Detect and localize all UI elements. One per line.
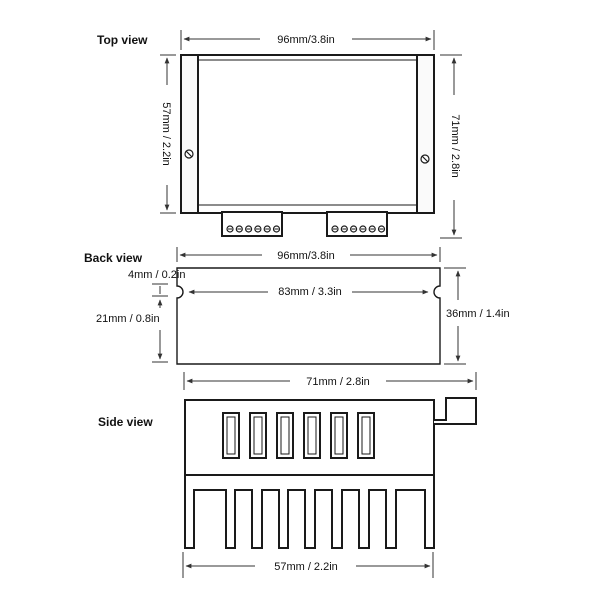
side-top-width-dimension [183, 372, 477, 390]
back-lower-height-dimension [152, 299, 168, 363]
top-width-dimension [180, 30, 435, 50]
vent-slot [357, 412, 375, 459]
heatsink-fins [184, 475, 435, 549]
back-slot-depth-dimension [152, 283, 168, 297]
back-height-dimension [444, 267, 466, 365]
back-view-body [176, 267, 441, 365]
vent-slot [249, 412, 267, 459]
back-view-label: Back view [84, 251, 143, 265]
side-top-width-label: 71mm / 2.8in [306, 376, 370, 388]
vent-slot [276, 412, 294, 459]
side-bottom-width-label: 57mm / 2.2in [274, 561, 338, 573]
mounting-screw-left [184, 149, 194, 159]
top-left-height-dimension [160, 54, 176, 214]
back-lower-height-label: 21mm / 0.8in [96, 313, 160, 325]
back-view: Back view 96mm/3.8in 4mm / 0.2in 83mm / … [84, 247, 510, 365]
top-right-height-label: 71mm / 2.8in [449, 114, 461, 178]
terminal-block-right [326, 211, 388, 237]
top-view-body [180, 54, 435, 214]
top-left-height-label: 57mm / 2.2in [160, 102, 172, 166]
back-width-label: 96mm/3.8in [277, 250, 334, 262]
heatsink [184, 475, 435, 549]
back-slot-spacing-label: 83mm / 3.3in [278, 286, 342, 298]
side-view: Side view 71mm / 2.8in 57mm / 2.2in [98, 372, 477, 578]
side-bottom-width-dimension [182, 552, 434, 578]
top-right-height-dimension [440, 54, 462, 239]
top-view-label: Top view [97, 33, 148, 47]
mounting-screw-right [420, 154, 430, 164]
vent-slot [303, 412, 321, 459]
vent-slot [222, 412, 240, 459]
top-view: Top view 96mm/3.8in 57mm / 2.2in 71mm / … [97, 30, 462, 239]
vent-slots [222, 412, 375, 459]
top-width-label: 96mm/3.8in [277, 34, 334, 46]
back-slot-depth-label: 4mm / 0.2in [128, 269, 185, 281]
terminal-block-left [221, 211, 283, 237]
side-view-label: Side view [98, 415, 153, 429]
back-height-label: 36mm / 1.4in [446, 308, 510, 320]
back-width-dimension [176, 247, 441, 262]
vent-slot [330, 412, 348, 459]
